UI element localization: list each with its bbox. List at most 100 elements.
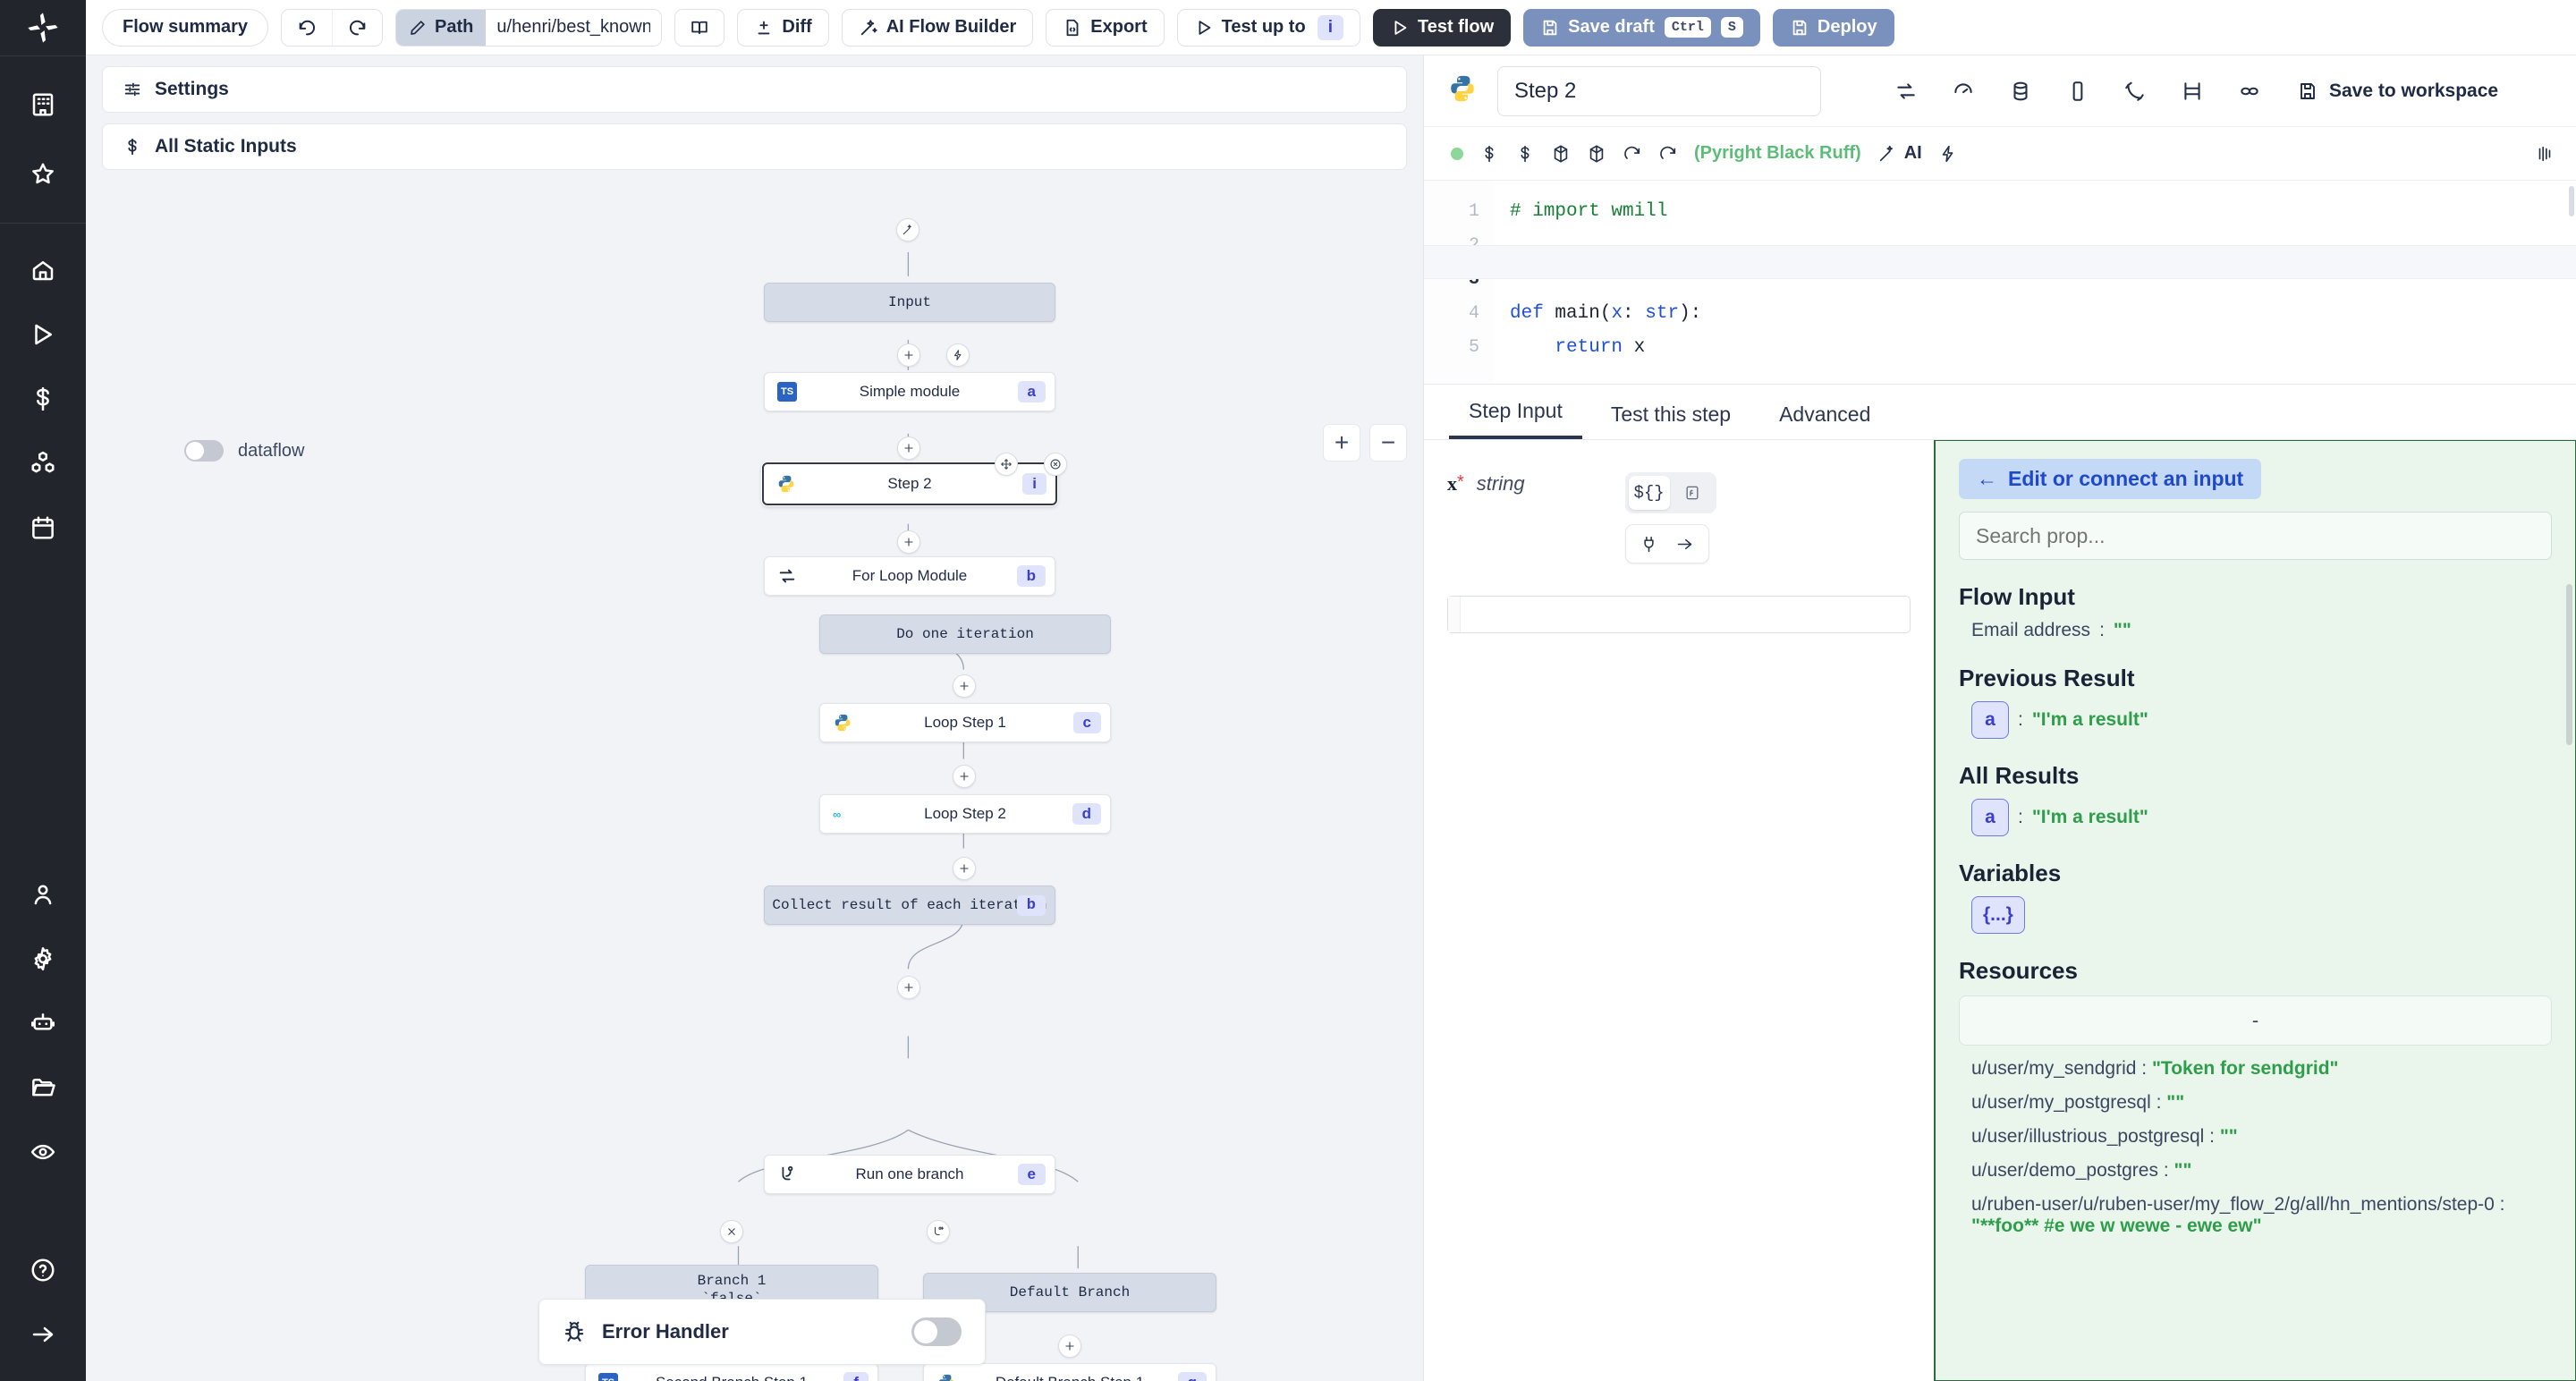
arrow-right-icon[interactable] bbox=[0, 1302, 86, 1367]
diff-button[interactable]: Diff bbox=[737, 8, 829, 47]
calendar-icon[interactable] bbox=[0, 496, 86, 560]
deploy-button[interactable]: Deploy bbox=[1772, 8, 1894, 47]
building-icon[interactable] bbox=[0, 72, 86, 137]
kv-row-all-results[interactable]: a : "I'm a result" bbox=[1959, 799, 2552, 836]
dataflow-toggle[interactable] bbox=[184, 440, 224, 462]
refresh-icon-1[interactable] bbox=[1623, 144, 1642, 164]
graph-node-loop-step-2[interactable]: ∞ Loop Step 2 d bbox=[819, 794, 1111, 834]
argument-value-input[interactable] bbox=[1447, 596, 1911, 633]
flow-graph-canvas[interactable]: dataflow + − bbox=[86, 182, 1423, 1381]
ai-flow-builder-button[interactable]: AI Flow Builder bbox=[841, 8, 1034, 47]
path-input[interactable] bbox=[486, 9, 662, 46]
dollar-icon-2[interactable] bbox=[1515, 144, 1535, 164]
plug-icon[interactable] bbox=[1631, 529, 1667, 559]
tab-step-input[interactable]: Step Input bbox=[1449, 399, 1582, 439]
function-icon[interactable] bbox=[1672, 476, 1713, 510]
cubes-icon[interactable] bbox=[0, 431, 86, 496]
test-up-to-button[interactable]: Test up to i bbox=[1176, 8, 1360, 47]
robot-icon[interactable] bbox=[0, 991, 86, 1055]
result-tag[interactable]: a bbox=[1971, 799, 2009, 836]
ai-assist-button[interactable]: AI bbox=[1877, 143, 1922, 164]
add-step-handle-2[interactable] bbox=[897, 436, 920, 460]
cache-icon[interactable] bbox=[2002, 72, 2039, 110]
user-icon[interactable] bbox=[0, 862, 86, 927]
graph-node-run-one-branch[interactable]: Run one branch e bbox=[764, 1155, 1055, 1194]
graph-node-second-branch-step-1[interactable]: TS Second Branch Step 1 f bbox=[585, 1363, 878, 1381]
concurrency-icon[interactable] bbox=[2231, 72, 2268, 110]
edit-or-connect-button[interactable]: ← Edit or connect an input bbox=[1959, 459, 2262, 499]
code-editor[interactable]: 1 2 3 4 5 # import wmill def main(x: str… bbox=[1424, 181, 2576, 385]
graph-node-for-loop[interactable]: For Loop Module b bbox=[764, 556, 1055, 596]
star-icon[interactable] bbox=[0, 142, 86, 207]
dollar-icon-1[interactable] bbox=[1479, 144, 1499, 164]
resource-row[interactable]: u/user/demo_postgres : "" bbox=[1959, 1160, 2552, 1182]
format-icon[interactable] bbox=[2535, 144, 2555, 164]
question-circle-icon[interactable] bbox=[0, 1238, 86, 1302]
lightning-icon[interactable] bbox=[1938, 144, 1958, 164]
play-icon[interactable] bbox=[0, 302, 86, 367]
add-step-handle-7[interactable] bbox=[897, 976, 920, 999]
save-to-workspace-button[interactable]: Save to workspace bbox=[2297, 80, 2498, 102]
resources-empty-row[interactable]: - bbox=[1959, 996, 2552, 1046]
flow-summary-button[interactable]: Flow summary bbox=[102, 8, 269, 47]
graph-node-input[interactable]: Input bbox=[764, 283, 1055, 322]
early-stop-icon[interactable] bbox=[2116, 72, 2154, 110]
home-icon[interactable] bbox=[0, 238, 86, 302]
mock-icon[interactable] bbox=[2059, 72, 2097, 110]
refresh-icon-2[interactable] bbox=[1658, 144, 1678, 164]
connect-panel-scrollbar[interactable] bbox=[2566, 584, 2572, 745]
add-step-handle-3[interactable] bbox=[897, 530, 920, 554]
gear-icon[interactable] bbox=[0, 927, 86, 991]
timeout-icon[interactable] bbox=[1945, 72, 1982, 110]
package-icon-1[interactable] bbox=[1551, 144, 1571, 164]
add-branch-handle[interactable] bbox=[927, 1220, 950, 1243]
static-mode-button[interactable]: ${} bbox=[1628, 476, 1670, 510]
package-icon-2[interactable] bbox=[1587, 144, 1606, 164]
graph-node-do-one-iteration[interactable]: Do one iteration bbox=[819, 614, 1111, 654]
windmill-logo[interactable] bbox=[0, 0, 86, 55]
eye-icon[interactable] bbox=[0, 1120, 86, 1184]
editor-scrollbar[interactable] bbox=[2569, 186, 2574, 216]
trigger-handle[interactable] bbox=[946, 343, 970, 367]
export-button[interactable]: Export bbox=[1046, 8, 1165, 47]
graph-node-default-branch-step-1[interactable]: Default Branch Step 1 g bbox=[923, 1363, 1216, 1381]
kv-row-previous-result[interactable]: a : "I'm a result" bbox=[1959, 701, 2552, 739]
all-static-inputs-row[interactable]: All Static Inputs bbox=[102, 123, 1407, 170]
dataflow-toggle-group[interactable]: dataflow bbox=[184, 440, 305, 462]
kv-row-email-address[interactable]: Email address : "" bbox=[1959, 620, 2552, 641]
kv-row-variables[interactable]: {...} bbox=[1959, 896, 2552, 934]
ai-wand-handle[interactable] bbox=[896, 218, 919, 241]
zoom-in-button[interactable]: + bbox=[1323, 424, 1360, 462]
step-name-input[interactable] bbox=[1497, 65, 1821, 116]
retry-icon[interactable] bbox=[1887, 72, 1925, 110]
search-prop-input[interactable] bbox=[1959, 512, 2552, 560]
resource-row[interactable]: u/user/my_postgresql : "" bbox=[1959, 1092, 2552, 1114]
save-draft-button[interactable]: Save draft Ctrl S bbox=[1523, 8, 1760, 47]
add-step-handle-4[interactable] bbox=[953, 674, 976, 698]
graph-node-simple-module[interactable]: TS Simple module a bbox=[764, 372, 1055, 411]
suspend-icon[interactable] bbox=[2174, 72, 2211, 110]
resource-row[interactable]: u/user/illustrious_postgresql : "" bbox=[1959, 1126, 2552, 1148]
remove-branch-handle[interactable] bbox=[720, 1220, 743, 1243]
arrow-right-icon[interactable] bbox=[1667, 529, 1703, 559]
path-label[interactable]: Path bbox=[396, 9, 487, 46]
move-node-handle[interactable] bbox=[995, 453, 1018, 476]
result-tag[interactable]: a bbox=[1971, 701, 2009, 739]
dollar-icon[interactable] bbox=[0, 367, 86, 431]
undo-icon[interactable] bbox=[282, 10, 332, 46]
variables-tag[interactable]: {...} bbox=[1971, 896, 2025, 934]
tab-test-this-step[interactable]: Test this step bbox=[1610, 402, 1732, 426]
code-text[interactable]: # import wmill def main(x: str): return … bbox=[1494, 181, 2576, 384]
tab-advanced[interactable]: Advanced bbox=[1779, 402, 1871, 426]
zoom-out-button[interactable]: − bbox=[1369, 424, 1407, 462]
add-step-handle-9[interactable] bbox=[1058, 1334, 1081, 1358]
test-flow-button[interactable]: Test flow bbox=[1372, 8, 1512, 47]
graph-node-loop-step-1[interactable]: Loop Step 1 c bbox=[819, 703, 1111, 742]
error-handler-card[interactable]: Error Handler bbox=[538, 1299, 986, 1365]
resource-row[interactable]: u/user/my_sendgrid : "Token for sendgrid… bbox=[1959, 1058, 2552, 1080]
resource-row[interactable]: u/ruben-user/u/ruben-user/my_flow_2/g/al… bbox=[1959, 1194, 2552, 1237]
add-step-handle-1[interactable] bbox=[897, 343, 920, 367]
folder-icon[interactable] bbox=[0, 1055, 86, 1120]
redo-icon[interactable] bbox=[332, 9, 382, 46]
add-step-handle-6[interactable] bbox=[953, 857, 976, 880]
